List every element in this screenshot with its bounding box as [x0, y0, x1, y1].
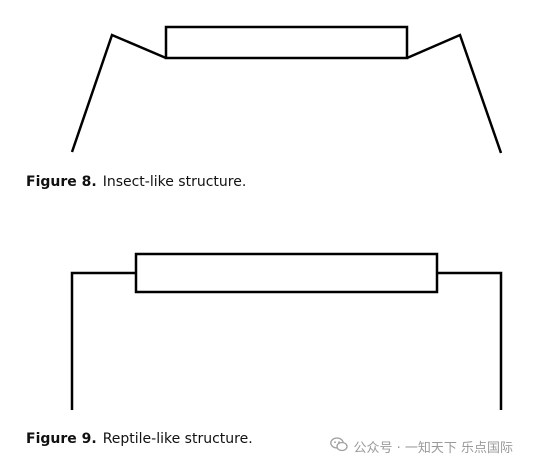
figure-9-right-leg [437, 271, 503, 410]
figure-8-caption-text: Insect-like structure. [102, 174, 247, 190]
wechat-icon [330, 437, 349, 456]
watermark: 公众号 · 一知天下 乐点国际 [330, 437, 513, 456]
figure-8-caption: Figure 8. Insect-like structure. [26, 174, 246, 190]
figure-8-body [164, 25, 409, 60]
figure-9-body [134, 252, 439, 294]
figure-9-caption: Figure 9. Reptile-like structure. [26, 431, 253, 447]
figure-9-caption-text: Reptile-like structure. [102, 431, 253, 447]
figure-9-label: Figure 9. [26, 431, 97, 447]
figure-8-label: Figure 8. [26, 174, 97, 190]
figure-8-right-leg [406, 33, 503, 154]
figure-8-left-leg [70, 33, 167, 153]
figure-9-left-leg [70, 271, 136, 410]
watermark-text: 公众号 · 一知天下 乐点国际 [353, 441, 513, 456]
figure-8-diagram [70, 25, 503, 154]
